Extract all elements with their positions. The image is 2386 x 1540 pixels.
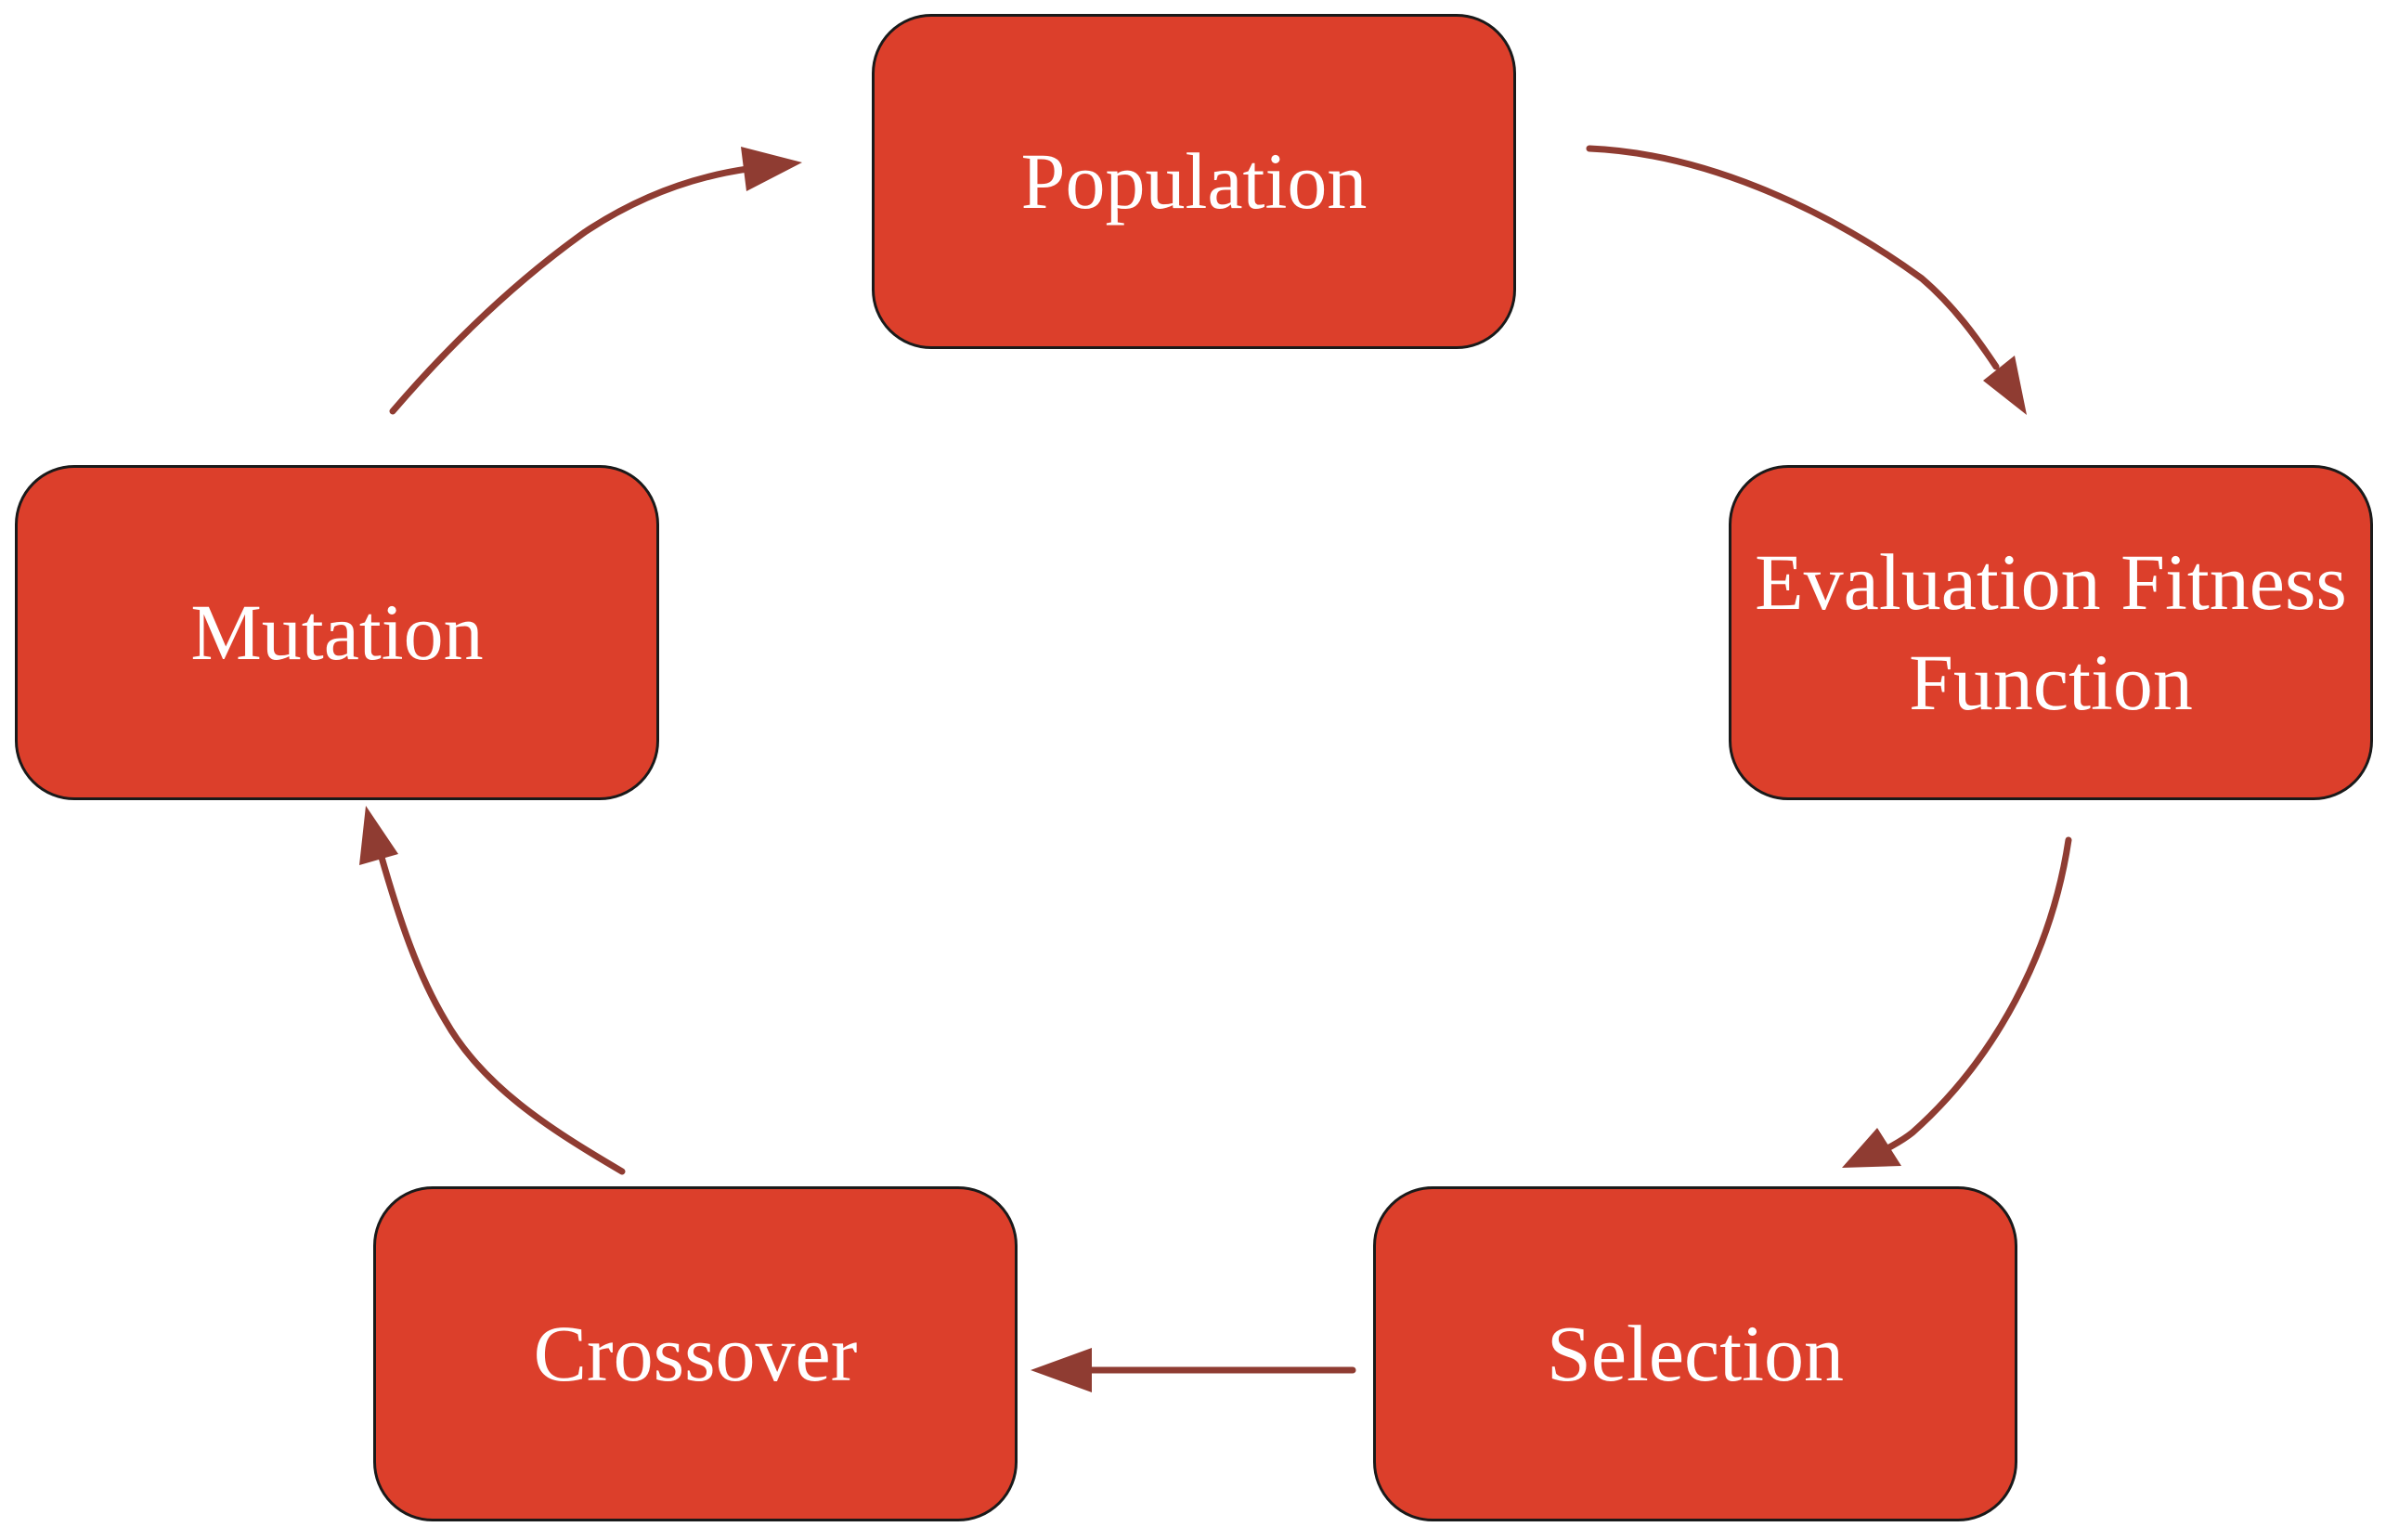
arrow-crossover-to-mutation — [377, 850, 626, 1175]
node-population-label: Population — [1020, 136, 1368, 226]
arrow-head-crossover-to-mutation — [359, 806, 398, 865]
arrow-population-to-evaluation — [1586, 145, 2000, 370]
node-population: Population — [872, 14, 1516, 349]
node-mutation: Mutation — [15, 465, 659, 800]
arrow-mutation-to-population — [389, 165, 751, 415]
node-mutation-label: Mutation — [190, 587, 484, 677]
arrow-head-evaluation-to-selection — [1842, 1128, 1901, 1168]
node-crossover-label: Crossover — [533, 1308, 858, 1398]
arrow-head-selection-to-crossover — [1031, 1348, 1092, 1392]
node-crossover: Crossover — [373, 1186, 1018, 1521]
node-selection: Selection — [1373, 1186, 2017, 1521]
arrow-evaluation-to-selection — [1886, 836, 2072, 1151]
node-evaluation-fitness-function: Evaluation Fitness Function — [1729, 465, 2373, 800]
arrow-head-population-to-evaluation — [1983, 356, 2027, 415]
node-evaluation-fitness-function-label: Evaluation Fitness Function — [1755, 537, 2347, 727]
arrow-head-mutation-to-population — [741, 147, 802, 191]
node-selection-label: Selection — [1546, 1308, 1845, 1398]
